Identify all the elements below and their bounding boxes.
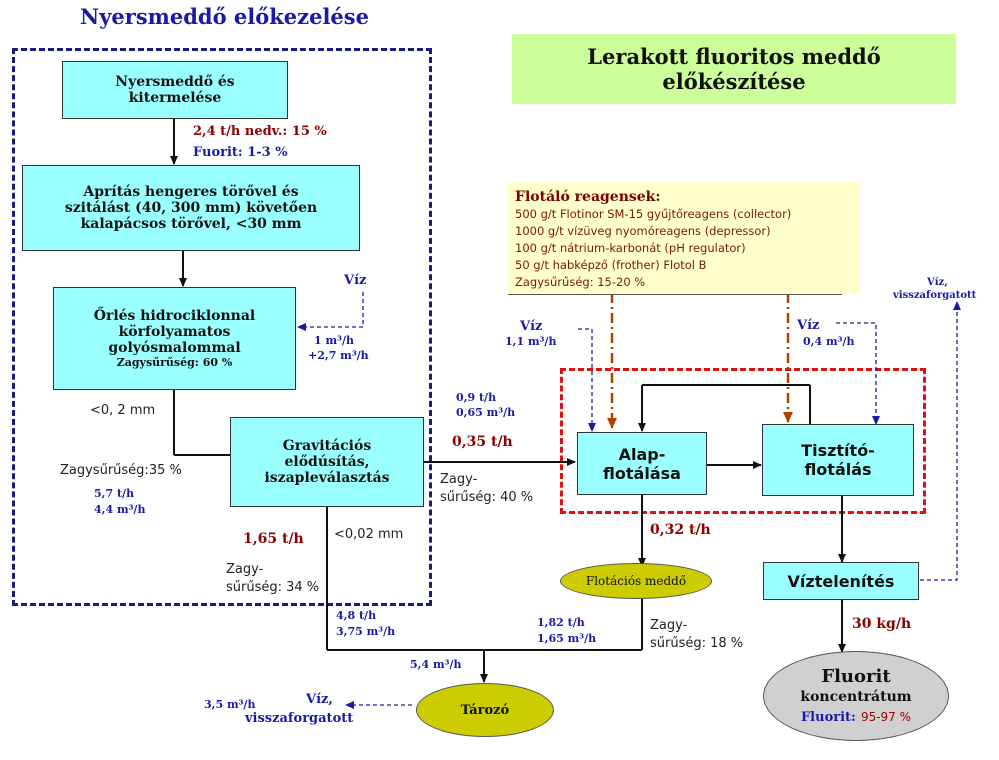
flow-48-label: 4,8 t/h — [336, 609, 377, 622]
right-section-title-box: Lerakott fluoritos meddő előkészítése — [512, 34, 956, 104]
concentrate-line3: Fluorit: 95-97 % — [801, 706, 911, 727]
water-grinding-flow1: 1 m³/h — [314, 334, 354, 347]
concentrate-fluorite-label: Fluorit: — [800, 710, 856, 726]
fluorite-content-label: Fuorit: 1-3 % — [193, 145, 288, 160]
grinding-line2: körfolyamatos — [118, 324, 231, 340]
flotation-frame — [560, 368, 926, 514]
flow-035-label: 0,35 t/h — [452, 434, 513, 450]
water-rougher-flow: 1,1 m³/h — [505, 335, 557, 348]
dewatering-label: Víztelenítés — [787, 571, 895, 591]
pretreatment-frame — [12, 48, 432, 606]
crushing-line2: szitálást (40, 300 mm) követően — [64, 200, 318, 216]
slurry-35-label: Zagysűrűség:35 % — [60, 463, 182, 478]
grinding-line1: Őrlés hidrociklonnal — [93, 308, 256, 324]
left-section-title: Nyersmeddő előkezelése — [80, 4, 369, 29]
slurry-18-line2: sűrűség: 18 % — [650, 636, 744, 651]
water-recycled-line2: visszaforgatott — [245, 711, 354, 726]
reagent-item: 50 g/t habképző (frother) Flotol B — [515, 258, 707, 272]
flow-44-label: 4,4 m³/h — [94, 503, 146, 516]
size-02-label: <0, 2 mm — [90, 403, 156, 418]
concentrate-ellipse: Fluorit koncentrátum Fluorit: 95-97 % — [763, 651, 949, 741]
size-002-label: <0,02 mm — [334, 527, 404, 542]
flow-57-label: 5,7 t/h — [94, 487, 135, 500]
mining-box: Nyersmeddő és kitermelése — [62, 61, 288, 119]
reagent-underline — [508, 294, 842, 295]
water-recycled-line1: Víz, — [306, 692, 333, 707]
flow-065-label: 0,65 m³/h — [456, 406, 516, 419]
water-cleaner-label: Víz — [797, 318, 820, 333]
flow-30kg-label: 30 kg/h — [852, 616, 912, 632]
flow-09-label: 0,9 t/h — [456, 391, 497, 404]
storage-label: Tározó — [460, 702, 510, 718]
mining-line2: kitermelése — [128, 90, 222, 106]
storage-ellipse: Tározó — [416, 683, 554, 737]
gravity-line1: Gravitációs — [282, 438, 372, 454]
flow-032-label: 0,32 t/h — [650, 522, 711, 538]
flotation-tailings-label: Flotációs meddő — [585, 574, 687, 588]
water-rougher-label: Víz — [520, 319, 543, 334]
gravity-line3: iszapleválasztás — [264, 470, 390, 486]
gravity-line2: elődúsítás, — [284, 454, 370, 470]
reagent-item: Zagysűrűség: 15-20 % — [515, 275, 646, 289]
slurry-18-line1: Zagy- — [650, 618, 688, 633]
slurry-40-line2: sűrűség: 40 % — [440, 490, 534, 505]
cleaner-line2: flotálás — [804, 460, 872, 479]
right-section-title-line2: előkészítése — [662, 69, 806, 94]
rougher-line1: Alap- — [618, 444, 666, 464]
reagent-box: Flotáló reagensek: 500 g/t Flotinor SM-1… — [508, 182, 860, 294]
reagent-item: 1000 g/t vízüveg nyomóreagens (depressor… — [515, 224, 771, 238]
slurry-40-line1: Zagy- — [440, 472, 478, 487]
cleaner-flotation-box: Tisztító- flotálás — [762, 424, 914, 496]
rougher-flotation-box: Alap- flotálása — [577, 432, 707, 495]
flow-35-label: 3,5 m³/h — [204, 698, 256, 711]
water-recycled-top-line1: Víz, — [927, 277, 948, 288]
grinding-box: Őrlés hidrociklonnal körfolyamatos golyó… — [53, 287, 296, 390]
feed-rate-label: 2,4 t/h nedv.: 15 % — [193, 124, 327, 139]
flow-165m3-label: 1,65 m³/h — [537, 632, 597, 645]
mining-line1: Nyersmeddő és — [115, 74, 235, 90]
crushing-line3: kalapácsos törővel, <30 mm — [80, 216, 302, 232]
grinding-line4: Zagysűrűség: 60 % — [116, 356, 233, 369]
water-grinding-label: Víz — [344, 273, 367, 288]
crushing-line1: Aprítás hengeres törővel és — [83, 184, 299, 200]
reagent-item: 500 g/t Flotinor SM-15 gyűjtőreagens (co… — [515, 207, 792, 221]
water-recycled-top-line2: visszaforgatott — [893, 290, 977, 301]
concentrate-line1: Fluorit — [821, 665, 891, 687]
dewatering-box: Víztelenítés — [763, 562, 919, 600]
rougher-line2: flotálása — [603, 463, 681, 483]
reagent-item: 100 g/t nátrium-karbonát (pH regulator) — [515, 241, 746, 255]
cleaner-line1: Tisztító- — [801, 441, 875, 460]
flotation-tailings-ellipse: Flotációs meddő — [560, 563, 712, 599]
slurry-34-line1: Zagy- — [226, 562, 264, 577]
crushing-box: Aprítás hengeres törővel és szitálást (4… — [22, 165, 360, 251]
concentrate-line2: koncentrátum — [800, 689, 912, 706]
flow-182-label: 1,82 t/h — [537, 616, 585, 629]
flow-165-label: 1,65 t/h — [243, 531, 304, 547]
water-grinding-flow2: +2,7 m³/h — [308, 349, 369, 362]
slurry-34-line2: sűrűség: 34 % — [226, 580, 320, 595]
grinding-line3: golyósmalommal — [108, 340, 241, 356]
gravity-box: Gravitációs elődúsítás, iszapleválasztás — [230, 417, 424, 507]
concentrate-fluorite-value: 95-97 % — [860, 710, 912, 725]
flow-375-label: 3,75 m³/h — [336, 625, 396, 638]
water-cleaner-flow: 0,4 m³/h — [803, 335, 855, 348]
right-section-title-line1: Lerakott fluoritos meddő — [587, 44, 881, 69]
reagent-title: Flotáló reagensek: — [515, 189, 661, 205]
flow-54-label: 5,4 m³/h — [410, 658, 462, 671]
